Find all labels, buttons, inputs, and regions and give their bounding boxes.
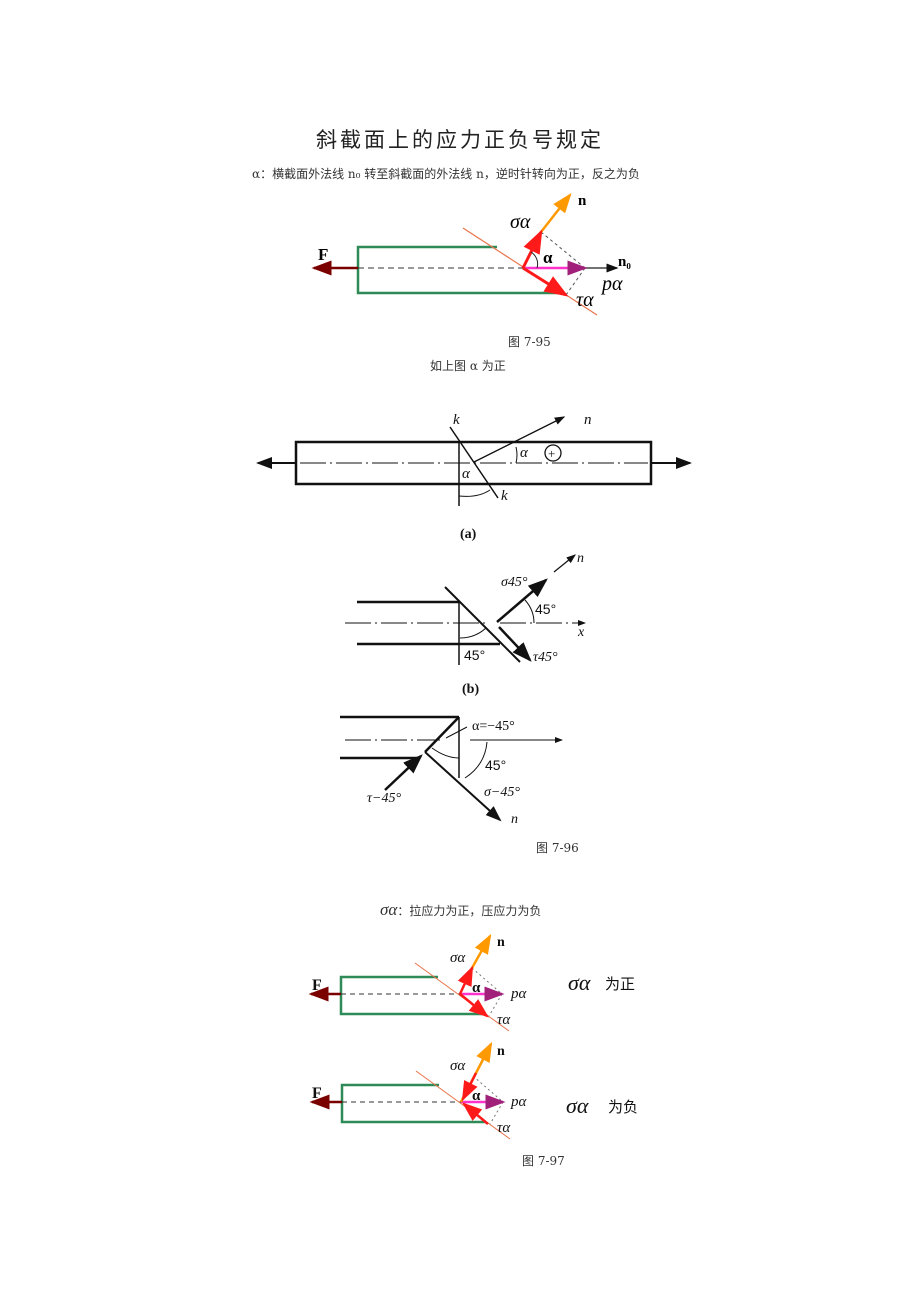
- subcaption-a: (a): [460, 527, 477, 542]
- label-45-deg: 45°: [464, 647, 485, 663]
- figure-7-97-bottom: [309, 1041, 511, 1140]
- sigma-arrow: [496, 578, 548, 623]
- diagram-label: τα: [497, 1012, 511, 1028]
- label-p-alpha: pα: [600, 273, 623, 295]
- label-n: n: [577, 551, 584, 566]
- diagram-label: σα: [450, 1058, 466, 1074]
- sigma-rule-text: ：拉应力为正，压应力为负: [397, 904, 542, 918]
- label-n: n: [578, 193, 587, 209]
- label-F: F: [318, 245, 328, 264]
- label-k-top: k: [453, 412, 460, 428]
- page-title: 斜截面上的应力正负号规定: [316, 128, 604, 152]
- figure-7-96-a: [256, 416, 692, 506]
- label-tau-alpha: τα: [576, 289, 594, 311]
- label-alpha: α: [520, 445, 529, 461]
- normal-n-arrow: [424, 751, 502, 822]
- section-line: [444, 586, 521, 663]
- result-positive: 为正: [605, 975, 635, 993]
- positive-sign-circle: [544, 444, 562, 462]
- diagram-label: n: [497, 1044, 505, 1059]
- label-sigma-45: σ45°: [501, 575, 528, 590]
- tau-alpha-arrow: [522, 266, 569, 297]
- diagram-label: α: [472, 1088, 481, 1104]
- diagram-label: α: [472, 980, 481, 996]
- label-alpha: α: [543, 248, 553, 267]
- caption-fig-7-96: 图 7-96: [536, 841, 579, 855]
- label-n: n: [511, 812, 518, 827]
- alpha-sign-rule: α：横截面外法线 n₀ 转至斜截面的外法线 n，逆时针转向为正，反之为负: [252, 167, 640, 181]
- label-x: x: [577, 625, 585, 640]
- diagram-label: n: [497, 935, 505, 950]
- tau-arrow: [498, 626, 532, 662]
- diagram-label: F: [312, 977, 322, 994]
- tau-arrow: [384, 754, 423, 791]
- label-sigma-neg45: σ−45°: [484, 785, 520, 800]
- label-tau-neg45: τ−45°: [367, 791, 401, 806]
- diagram-label: pα: [510, 1094, 528, 1110]
- figure-7-96-c: [340, 715, 563, 822]
- normal-n-arrow: [540, 193, 572, 233]
- caption-fig-7-97: 图 7-97: [522, 1154, 565, 1168]
- label-k-bottom: k: [501, 488, 508, 504]
- section-line-k: [449, 426, 499, 499]
- label-alpha-eq: α=−45°: [472, 719, 515, 734]
- alpha-positive-note: 如上图 α 为正: [430, 359, 506, 373]
- label-45-deg: 45°: [535, 601, 556, 617]
- figure-7-95: F n n₀ σα α pα τα: [311, 193, 631, 316]
- angle-arc: [515, 446, 518, 464]
- diagram-label: F: [312, 1085, 322, 1102]
- bar-outline: [356, 245, 565, 295]
- plus-sign: +: [548, 446, 555, 461]
- figure-7-96-b: [345, 554, 586, 665]
- label-alpha: α: [462, 466, 471, 482]
- label-n: n: [584, 412, 592, 428]
- diagram-label: pα: [510, 986, 528, 1002]
- diagram-label: τα: [497, 1120, 511, 1136]
- label-sigma-alpha: σα: [510, 211, 531, 233]
- result-sigma: σα: [568, 970, 591, 995]
- figure-7-97-top: [308, 933, 510, 1032]
- sigma-symbol: σα: [380, 900, 398, 919]
- sigma-alpha-arrow: [521, 229, 543, 269]
- label-45-deg: 45°: [485, 757, 506, 773]
- diagram-label: σα: [450, 950, 466, 966]
- label-tau-45: τ45°: [533, 650, 558, 665]
- result-sigma: σα: [566, 1093, 589, 1118]
- subcaption-b: (b): [462, 682, 479, 697]
- caption-fig-7-95: 图 7-95: [508, 335, 551, 349]
- result-negative: 为负: [608, 1098, 638, 1116]
- label-n0: n₀: [618, 254, 631, 270]
- normal-n-arrow: [553, 554, 576, 573]
- angle-arc: [530, 251, 539, 269]
- angle-arc: [458, 489, 491, 497]
- normal-n-arrow: [473, 416, 566, 463]
- sigma-sign-rule: σα：拉应力为正，压应力为负: [380, 900, 541, 920]
